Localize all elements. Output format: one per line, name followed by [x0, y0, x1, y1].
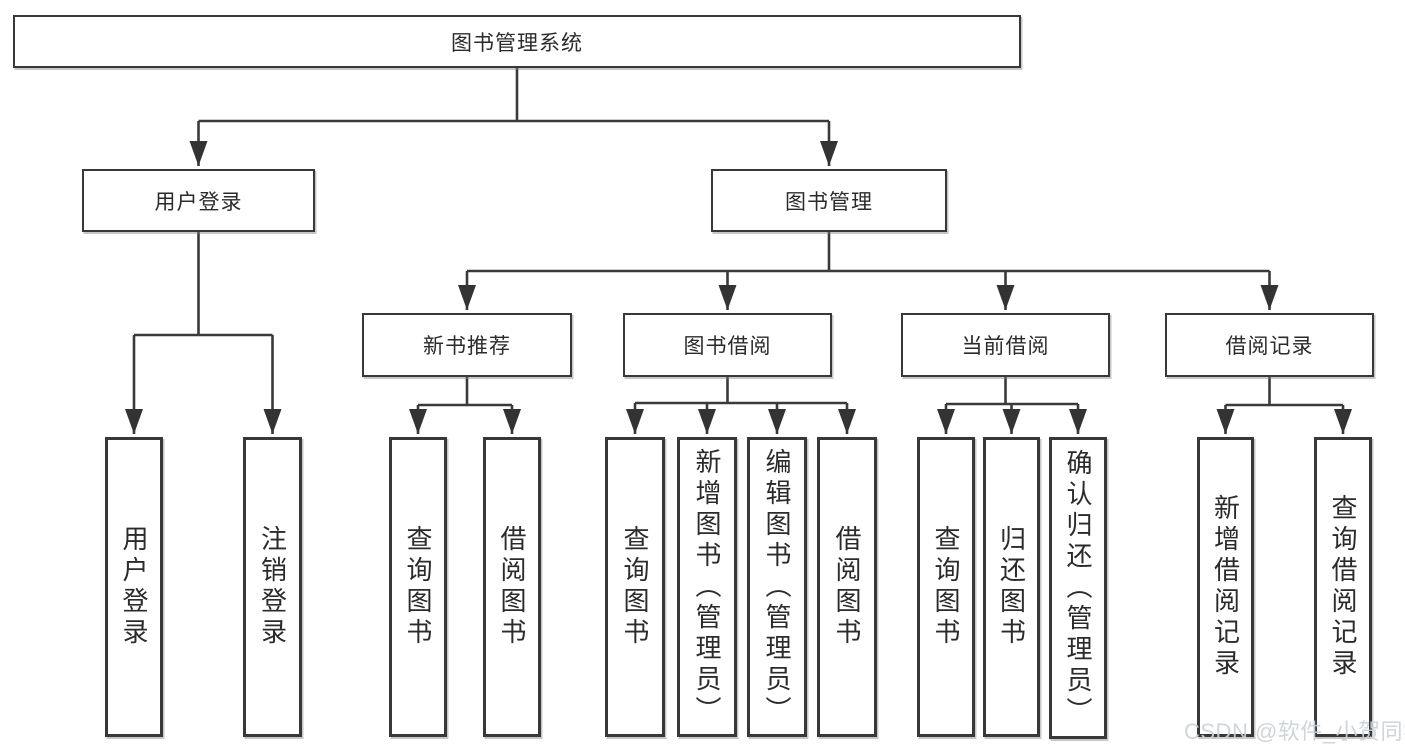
leaf-logout: 注销登录 [243, 437, 302, 737]
watermark: CSDN @软件_小贺同学 [1184, 719, 1405, 744]
leaf-label: 注销登录 [257, 525, 288, 649]
leaf-confirm-return-admin: 确认归还（管理员） [1049, 437, 1107, 739]
leaf-label: 新增借阅记录 [1210, 494, 1241, 680]
leaf-query-books-borrow: 查询图书 [605, 437, 665, 737]
leaf-borrow-books: 借阅图书 [817, 437, 877, 737]
node-new-book-recommend: 新书推荐 [362, 313, 572, 377]
node-user-login: 用户登录 [82, 169, 315, 232]
node-borrow-records: 借阅记录 [1165, 313, 1374, 377]
leaf-label: 归还图书 [996, 525, 1027, 649]
node-label: 新书推荐 [423, 335, 511, 358]
node-current-borrow: 当前借阅 [901, 313, 1110, 377]
leaf-return-book: 归还图书 [983, 437, 1040, 737]
leaf-query-books-current: 查询图书 [917, 437, 975, 737]
node-label: 用户登录 [154, 190, 243, 214]
leaf-borrow-books-recommend: 借阅图书 [483, 437, 541, 737]
leaf-edit-book-admin: 编辑图书（管理员） [747, 437, 807, 737]
leaf-label: 借阅图书 [497, 525, 527, 649]
leaf-label: 查询图书 [931, 525, 961, 649]
leaf-label: 查询图书 [620, 525, 650, 649]
leaf-label: 查询图书 [403, 525, 433, 649]
leaf-label: 查询借阅记录 [1328, 494, 1358, 680]
leaf-add-borrow-record: 新增借阅记录 [1197, 437, 1254, 737]
leaf-label: 借阅图书 [832, 525, 862, 649]
node-label: 当前借阅 [961, 335, 1050, 358]
leaf-user-login: 用户登录 [105, 437, 163, 737]
leaf-label: 编辑图书（管理员） [762, 447, 792, 727]
node-library-system: 图书管理系统 [13, 15, 1021, 68]
leaf-label: 新增图书（管理员） [692, 447, 722, 727]
node-book-borrow: 图书借阅 [623, 313, 832, 377]
leaf-label: 用户登录 [119, 525, 149, 649]
leaf-query-books-recommend: 查询图书 [389, 437, 447, 737]
node-label: 图书管理系统 [451, 31, 583, 55]
node-book-management: 图书管理 [711, 169, 947, 232]
node-label: 借阅记录 [1225, 335, 1314, 358]
leaf-label: 确认归还（管理员） [1063, 448, 1093, 728]
leaf-query-borrow-record: 查询借阅记录 [1314, 437, 1372, 737]
node-label: 图书借阅 [683, 335, 772, 358]
leaf-add-book-admin: 新增图书（管理员） [677, 437, 737, 737]
node-label: 图书管理 [785, 190, 873, 214]
